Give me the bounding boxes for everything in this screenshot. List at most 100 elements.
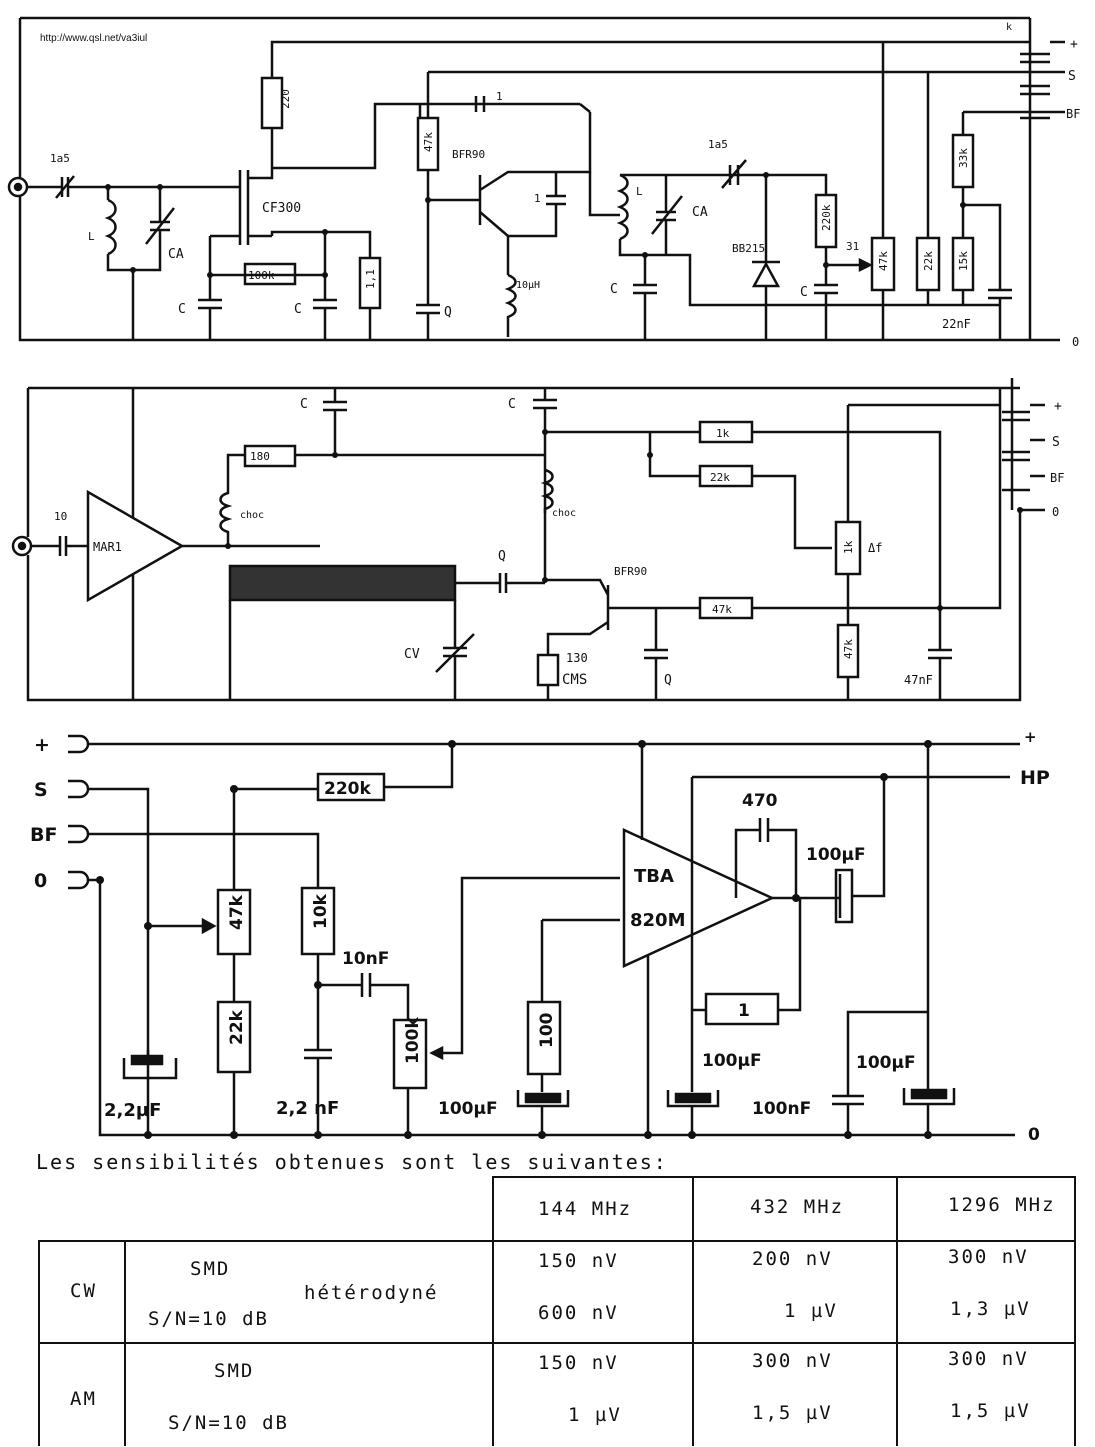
s2-r47k-v-label: 47k: [842, 639, 855, 659]
s3-r220k-label: 220k: [324, 779, 371, 799]
s2-conn-bf: BF: [1050, 471, 1064, 485]
s1-conn-plus: +: [1070, 37, 1078, 52]
s1-coil2-label: L: [636, 185, 643, 198]
s2-pot-label: Δf: [868, 541, 882, 555]
s1-r33k-label: 33k: [957, 148, 970, 168]
row-cw-line2: S/N=10 dB: [148, 1308, 269, 1330]
s3-r22k-label: 22k: [227, 1009, 247, 1045]
sensitivity-table: 144 MHz 432 MHz 1296 MHz CW SMD hétérody…: [38, 1176, 1078, 1446]
s1-cap-22nf-label: 22nF: [942, 317, 971, 331]
cw-432-bottom: 1 µV: [784, 1300, 838, 1322]
s2-transistor-label: BFR90: [614, 565, 647, 578]
section1-labels: 1a5 L CA 220 CF300 100k 1,1 C C 47k Q BF…: [50, 22, 1080, 349]
s1-r47k-label: 47k: [422, 132, 435, 152]
s1-r47k-b-label: 47k: [877, 251, 890, 271]
s2-choke-right-label: choc: [552, 508, 576, 519]
s3-term-bf: BF: [30, 824, 57, 846]
source-url: http://www.qsl.net/va3iul: [40, 33, 148, 44]
s2-r1k-label: 1k: [716, 427, 730, 440]
s1-r100k-label: 100k: [248, 269, 275, 282]
schematic-diagrams: 1a5 L CA 220 CF300 100k 1,1 C C 47k Q BF…: [7, 16, 1080, 1145]
s2-r22k-label: 22k: [710, 471, 730, 484]
row-am-line1: SMD: [214, 1360, 255, 1382]
s1-conn-zero: 0: [1072, 335, 1079, 349]
section2-labels: 10 MAR1 180 choc C C choc Q BFR90 1k 22k…: [54, 397, 1064, 688]
s3-cap10nf-label: 10nF: [342, 949, 389, 969]
s1-transistor-label: BFR90: [452, 148, 485, 161]
s3-term-zero: 0: [34, 870, 47, 892]
s3-term-plus: +: [34, 734, 50, 756]
am-1296-bottom: 1,5 µV: [950, 1400, 1031, 1422]
s1-trimmer-label: CA: [168, 247, 184, 262]
s2-amp-label: MAR1: [93, 540, 122, 554]
col-header-144: 144 MHz: [538, 1198, 633, 1220]
am-432-top: 300 nV: [752, 1350, 833, 1372]
s2-conn-s: S: [1052, 435, 1060, 450]
s1-conn-s: S: [1068, 69, 1076, 84]
s1-cap-c-b-label: C: [294, 302, 302, 317]
s3-cap22uf-label: 2,2µF: [104, 1100, 161, 1121]
row-am-mode: AM: [70, 1388, 97, 1410]
cw-1296-top: 300 nV: [948, 1246, 1029, 1268]
sensitivity-caption: Les sensibilités obtenues sont les suiva…: [36, 1150, 668, 1174]
s2-varcap-label: CV: [404, 647, 420, 662]
col-header-432: 432 MHz: [750, 1196, 845, 1218]
s1-conn-bf: BF: [1066, 107, 1080, 121]
s1-r220-label: 220: [279, 89, 292, 109]
s1-r220k-label: 220k: [820, 204, 833, 231]
am-432-bottom: 1,5 µV: [752, 1402, 833, 1424]
s2-cap-in-label: 10: [54, 510, 67, 523]
schematic-section-1: [7, 16, 1065, 342]
s2-conn-zero: 0: [1052, 505, 1059, 519]
s3-cap100uf-a-label: 100µF: [438, 1099, 498, 1119]
s1-varicap-label: BB215: [732, 242, 765, 255]
s1-coil-label: L: [88, 230, 95, 243]
s3-cap470-label: 470: [742, 791, 778, 811]
s3-term-s: S: [34, 779, 48, 801]
s2-cap-47nf-label: 47nF: [904, 673, 933, 687]
s2-cap-q-label: Q: [498, 549, 506, 564]
s1-r11-label: 1,1: [364, 269, 377, 289]
s1-fet-label: CF300: [262, 201, 301, 216]
s3-cap100nf-label: 100nF: [752, 1099, 811, 1119]
col-header-1296: 1296 MHz: [948, 1194, 1056, 1216]
row-cw-line1b: hétérodyné: [304, 1282, 439, 1304]
s2-cap-c-left-label: C: [300, 397, 308, 412]
s3-out-zero: 0: [1028, 1125, 1040, 1145]
s1-cap-bjt-label: 1: [534, 192, 541, 205]
s3-pot47k-label: 47k: [227, 894, 247, 930]
section3-labels: + S BF 0 220k 47k 22k 10k 10nF 100k 2,2µ…: [30, 728, 1050, 1145]
s1-cap-top-label: 1: [496, 90, 503, 103]
s2-cap-c-right-label: C: [508, 397, 516, 412]
s1-r15k-label: 15k: [957, 251, 970, 271]
s3-out-plus: +: [1024, 728, 1037, 746]
am-1296-top: 300 nV: [948, 1348, 1029, 1370]
s2-pot-value: 1k: [842, 540, 855, 554]
s1-cap-q-label: Q: [444, 305, 452, 320]
s2-r180-label: 180: [250, 450, 270, 463]
row-am-line2: S/N=10 dB: [168, 1412, 289, 1434]
s3-cap100uf-out-label: 100µF: [806, 845, 866, 865]
s2-r47k-h-label: 47k: [712, 603, 732, 616]
s1-choke-label: 10µH: [516, 280, 540, 291]
s1-cap-c-a-label: C: [178, 302, 186, 317]
s3-pot100k-label: 100k: [403, 1017, 423, 1064]
s2-choke-left-label: choc: [240, 510, 264, 521]
s2-cap-q2-label: Q: [664, 673, 672, 688]
row-cw-mode: CW: [70, 1280, 97, 1302]
s1-cap-c-right-label: C: [800, 285, 808, 300]
cw-1296-bottom: 1,3 µV: [950, 1298, 1031, 1320]
s3-cap22nf-label: 2,2 nF: [276, 1098, 339, 1119]
s3-ic-line2: 820M: [630, 910, 686, 931]
s1-cap-c-mid-label: C: [610, 282, 618, 297]
s2-cms-label: CMS: [562, 672, 587, 688]
s3-out-hp: HP: [1020, 767, 1050, 789]
s1-cap-input-label: 1a5: [50, 152, 70, 165]
s3-r10k-label: 10k: [311, 893, 331, 929]
am-144-top: 150 nV: [538, 1352, 619, 1374]
s1-r22k-label: 22k: [922, 251, 935, 271]
schematic-section-2: [11, 378, 1045, 702]
s1-conn-k: k: [1006, 22, 1012, 33]
junction-dots: [96, 172, 1023, 1139]
s3-ic-line1: TBA: [634, 866, 674, 887]
